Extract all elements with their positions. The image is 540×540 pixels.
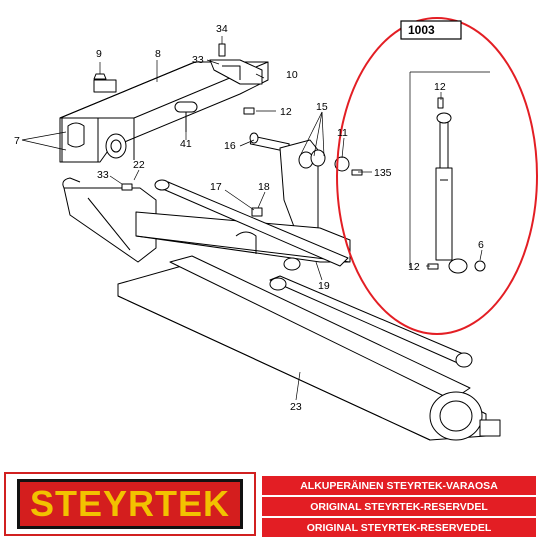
small-hardware: [93, 43, 255, 115]
original-part-line-sv: ORIGINAL STEYRTEK-RESERVDEL: [262, 497, 536, 516]
gas-strut: [409, 71, 490, 274]
kit-number-label: 1003: [408, 23, 435, 37]
part-label-33-top: 33: [192, 54, 204, 66]
part-label-23: 23: [290, 401, 302, 413]
part-label-12-strut-top: 12: [434, 81, 446, 93]
footer-banner: STEYRTEK ALKUPERÄINEN STEYRTEK-VARAOSA O…: [0, 468, 540, 540]
main-frame: [62, 177, 351, 263]
part-label-10: 10: [286, 69, 298, 81]
cylinder-assembly: [117, 255, 501, 441]
kit-number-box: [400, 20, 462, 40]
original-part-line-fi: ALKUPERÄINEN STEYRTEK-VARAOSA: [262, 476, 536, 495]
brand-logo-box: STEYRTEK: [4, 472, 256, 536]
parts-diagram: 34 9 8 33 10 12 7 41 15 16 11 135 22 33 …: [14, 17, 538, 441]
part-label-18: 18: [258, 181, 270, 193]
part-label-15: 15: [316, 101, 328, 113]
part-label-7: 7: [14, 135, 20, 147]
kit-highlight-circle: [336, 17, 538, 335]
part-label-9: 9: [96, 48, 102, 60]
part-label-33-left: 33: [97, 169, 109, 181]
part-label-41: 41: [180, 138, 192, 150]
original-part-line-da: ORIGINAL STEYRTEK-RESERVEDEL: [262, 518, 536, 537]
part-label-12-top: 12: [280, 106, 292, 118]
part-label-16: 16: [224, 140, 236, 152]
leader-lines: [21, 36, 483, 401]
part-label-17: 17: [210, 181, 222, 193]
part-label-22: 22: [133, 159, 145, 171]
steyrtek-logo: STEYRTEK: [16, 479, 244, 529]
part-label-8: 8: [155, 48, 161, 60]
part-label-11: 11: [337, 127, 348, 139]
part-label-12-strut-bottom: 12: [408, 261, 420, 273]
part-label-6: 6: [478, 239, 484, 251]
rods: [154, 179, 349, 267]
part-label-34: 34: [216, 23, 228, 35]
part-label-19: 19: [318, 280, 330, 292]
part-label-135: 135: [374, 167, 392, 179]
upper-housing-part: [59, 59, 269, 163]
